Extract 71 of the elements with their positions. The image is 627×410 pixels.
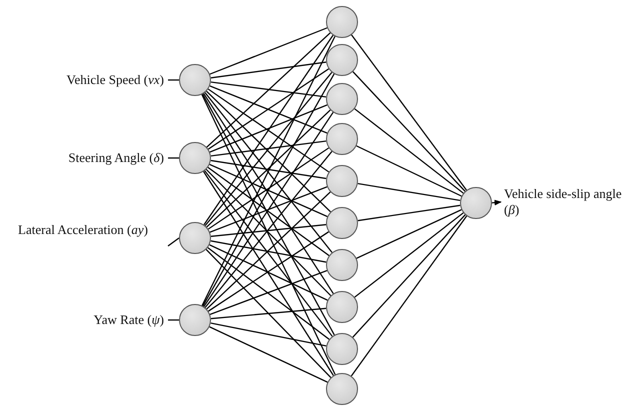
- connector-line: [204, 34, 334, 226]
- neuron-circle: [326, 249, 358, 281]
- connector-line: [208, 68, 330, 150]
- connector-line: [210, 224, 326, 237]
- connector-line: [356, 145, 462, 197]
- connector-line: [168, 79, 179, 81]
- connector-line: [209, 164, 328, 218]
- connector-line: [358, 183, 460, 201]
- connector-line: [209, 244, 328, 301]
- connector-line: [210, 81, 326, 98]
- connector-line: [354, 212, 464, 298]
- connector-line: [206, 192, 331, 310]
- connector-line: [204, 170, 333, 337]
- connector-line: [350, 216, 468, 376]
- connector-line: [210, 240, 326, 263]
- connector-line: [206, 32, 331, 148]
- connector-line: [206, 90, 331, 212]
- neuron-circle: [326, 207, 358, 239]
- neuron-circle: [326, 83, 358, 115]
- connector-line: [207, 247, 330, 340]
- neuron-circle: [326, 291, 358, 323]
- connector-line: [210, 27, 328, 75]
- input-label: Yaw Rate (ψ): [2, 312, 164, 328]
- neuron-circle: [179, 222, 211, 254]
- connector-line: [210, 62, 326, 78]
- connector-line: [209, 326, 328, 383]
- connector-line: [210, 322, 326, 346]
- neuron-circle: [460, 187, 492, 219]
- connector-line: [354, 108, 464, 194]
- connector-line: [204, 72, 332, 226]
- input-label: Steering Angle (δ): [2, 150, 164, 166]
- output-label: Vehicle side-slip angle (β): [504, 186, 626, 218]
- connector-line: [206, 110, 331, 228]
- connector-line: [351, 34, 467, 190]
- connector-line: [208, 147, 330, 230]
- connector-line: [206, 249, 332, 378]
- connector-line: [210, 308, 326, 320]
- connector-line: [356, 209, 462, 259]
- neuron-circle: [326, 165, 358, 197]
- connector-line: [352, 71, 466, 192]
- arrow: [492, 200, 502, 206]
- neuron-circle: [179, 304, 211, 336]
- connector-line: [208, 231, 329, 312]
- connector-line: [206, 168, 332, 296]
- connector-line: [210, 140, 326, 157]
- connector-line: [203, 171, 334, 376]
- connector-line: [168, 157, 179, 159]
- connector-line: [168, 319, 179, 321]
- input-label: Lateral Acceleration (ay): [2, 222, 164, 238]
- connector-line: [352, 214, 466, 338]
- connector-line: [208, 166, 330, 256]
- connector-line: [202, 94, 335, 336]
- connector-line: [210, 270, 328, 315]
- input-label: Vehicle Speed (vx): [2, 72, 164, 88]
- neuron-circle: [326, 373, 358, 405]
- neuron-circle: [326, 333, 358, 365]
- connector-line: [208, 88, 330, 172]
- connector-line: [204, 151, 332, 308]
- connector-line: [201, 94, 336, 375]
- connector-line: [358, 204, 460, 222]
- connector-line: [210, 160, 326, 180]
- neuron-circle: [326, 44, 358, 76]
- neuron-circle: [179, 142, 211, 174]
- neuron-circle: [326, 6, 358, 38]
- connector-line: [210, 186, 328, 233]
- connector-line: [204, 92, 333, 253]
- connector-line: [168, 238, 180, 246]
- connector-line: [210, 104, 328, 153]
- neuron-circle: [179, 64, 211, 96]
- connector-line: [210, 85, 328, 134]
- neuron-circle: [326, 123, 358, 155]
